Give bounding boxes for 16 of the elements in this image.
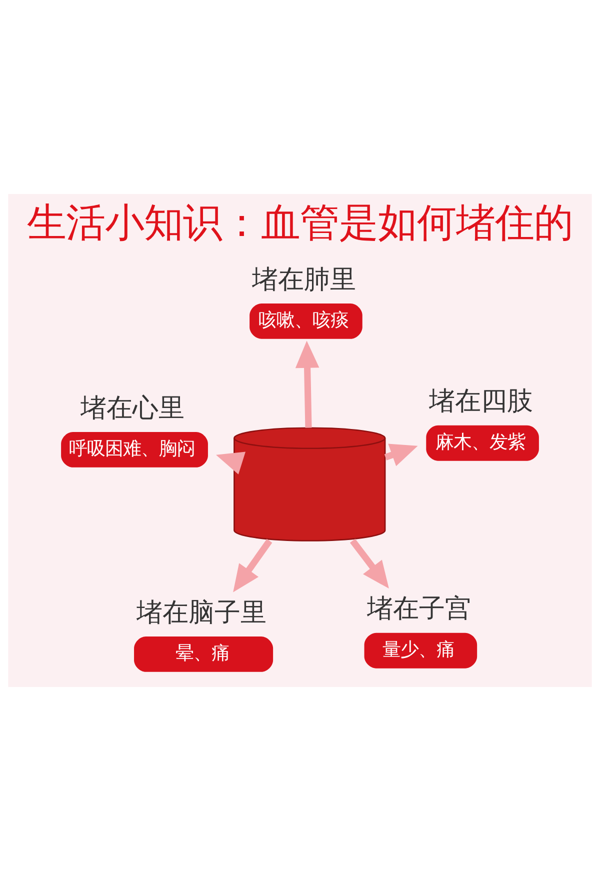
node-box: 晕、痛 [134, 636, 274, 672]
arrow [295, 340, 320, 428]
node-label: 堵在脑子里 [136, 597, 267, 628]
arrow [233, 538, 272, 592]
node-label: 堵在肺里 [252, 264, 356, 294]
arrow [384, 443, 418, 466]
node-label: 堵在四肢 [428, 386, 533, 416]
node-box: 量少、痛 [364, 632, 478, 668]
node-label: 堵在心里 [80, 392, 185, 423]
diagram-title: 生活小知识：血管是如何堵住的 [27, 199, 573, 246]
node-box: 麻木、发紫 [426, 424, 539, 460]
node-box: 呼吸困难、胸闷 [61, 432, 208, 467]
node-label: 堵在子宫 [366, 594, 471, 624]
arrow [216, 451, 246, 474]
arrow [350, 538, 389, 588]
node-box: 咳嗽、咳痰 [250, 303, 362, 338]
